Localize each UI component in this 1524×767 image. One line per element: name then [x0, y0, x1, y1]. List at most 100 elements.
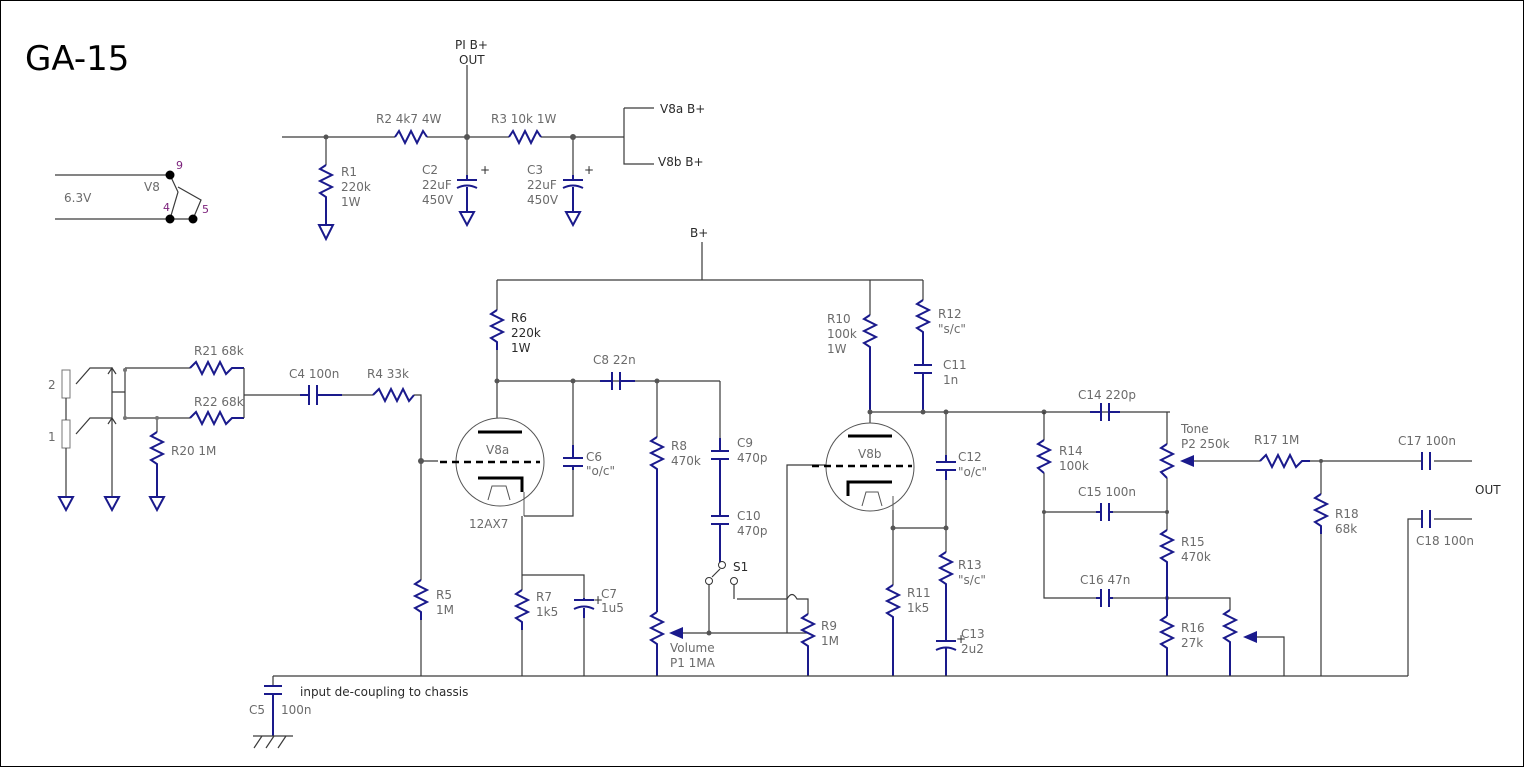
s1-contact	[718, 561, 726, 569]
r15-label: R15	[1181, 535, 1205, 549]
svg-text:+: +	[480, 163, 490, 177]
c14-label: C14 220p	[1078, 388, 1136, 402]
chassis-note: input de-coupling to chassis	[300, 685, 468, 699]
r18-value: 68k	[1335, 522, 1357, 536]
pin-9-label: 9	[176, 159, 183, 172]
c10-value: 470p	[737, 524, 768, 538]
heater-section: 6.3V V8 9 4 5	[55, 159, 209, 224]
heater-voltage-label: 6.3V	[64, 191, 92, 205]
c3-value: 22uF	[527, 178, 557, 192]
svg-text:+: +	[584, 163, 594, 177]
r11-value: 1k5	[907, 601, 929, 615]
power-supply-section: + + PI B+ OUT V8a B+ V8b B+ R2 4k7 4W R3 …	[282, 38, 705, 242]
c2-rating: 450V	[422, 193, 454, 207]
c2-label: C2	[422, 163, 438, 177]
c12-value: "o/c"	[958, 465, 987, 479]
r7-value: 1k5	[536, 605, 558, 619]
stage1-section: C4 100n R4 33k R5 1M R6 220k 1W V8a 12AX…	[289, 309, 839, 676]
pi-out-label: OUT	[459, 53, 485, 67]
c8-label: C8 22n	[593, 353, 636, 367]
c9-label: C9	[737, 436, 753, 450]
bplus-label: B+	[690, 226, 708, 240]
r10-rating: 1W	[827, 342, 847, 356]
r5-label: R5	[436, 588, 452, 602]
r12-value: "s/c"	[938, 322, 966, 336]
r8-value: 470k	[671, 454, 701, 468]
r21-label: R21 68k	[194, 344, 244, 358]
c11-value: 1n	[943, 373, 958, 387]
tube-type-label: 12AX7	[469, 517, 508, 531]
v8b-bplus-label: V8b B+	[658, 155, 704, 169]
svg-text:+: +	[593, 593, 603, 607]
c7-value: 1u5	[601, 601, 624, 615]
c6-value: "o/c"	[586, 464, 615, 478]
r7-label: R7	[536, 590, 552, 604]
tone-stack-section: C14 220p R14 100k Tone P2 250k C15 100n …	[1035, 388, 1501, 676]
c15-label: C15 100n	[1078, 485, 1136, 499]
schematic-title: GA-15	[25, 39, 129, 79]
r12-label: R12	[938, 307, 962, 321]
c17-label: C17 100n	[1398, 434, 1456, 448]
v8a-label: V8a	[486, 443, 509, 457]
r20-label: R20 1M	[171, 444, 216, 458]
r6-label: R6	[511, 311, 527, 325]
r5-value: 1M	[436, 603, 454, 617]
pi-bplus-label: PI B+	[455, 38, 488, 52]
c6-label: C6	[586, 450, 602, 464]
c5-value: 100n	[281, 703, 312, 717]
volume-label: Volume	[670, 641, 715, 655]
c13-value: 2u2	[961, 642, 984, 656]
heater-tube-label: V8	[144, 180, 160, 194]
c4-label: C4 100n	[289, 367, 339, 381]
v8a-bplus-label: V8a B+	[660, 102, 705, 116]
r8-label: R8	[671, 439, 687, 453]
r13-value: "s/c"	[958, 573, 986, 587]
r9-value: 1M	[821, 634, 839, 648]
tone-label: Tone	[1180, 422, 1209, 436]
r9-label: R9	[821, 619, 837, 633]
r1-label: R1	[341, 165, 357, 179]
c3-rating: 450V	[527, 193, 559, 207]
r10-label: R10	[827, 312, 851, 326]
r14-label: R14	[1059, 444, 1083, 458]
stage2-section: R10 100k 1W R12 "s/c" C11 1n V8b C12 "o/…	[812, 299, 1170, 676]
c18-label: C18 100n	[1416, 534, 1474, 548]
r17-label: R17 1M	[1254, 433, 1299, 447]
c5-label: C5	[249, 703, 265, 717]
svg-text:+: +	[956, 632, 966, 646]
r16-value: 27k	[1181, 636, 1203, 650]
r2-label: R2 4k7 4W	[376, 112, 441, 126]
jack-2-label: 2	[48, 378, 56, 392]
c2-value: 22uF	[422, 178, 452, 192]
r3-label: R3 10k 1W	[491, 112, 556, 126]
c9-value: 470p	[737, 451, 768, 465]
input-jacks: 2 1 R21 68k R22 68k R20 1M	[48, 344, 300, 513]
volume-value: P1 1MA	[670, 656, 716, 670]
v8b-label: V8b	[858, 447, 881, 461]
r6-value: 220k	[511, 326, 541, 340]
r15-value: 470k	[1181, 550, 1211, 564]
pin-5-label: 5	[202, 203, 209, 216]
c16-label: C16 47n	[1080, 573, 1130, 587]
c3-label: C3	[527, 163, 543, 177]
r11-label: R11	[907, 586, 931, 600]
c10-label: C10	[737, 509, 761, 523]
r14-value: 100k	[1059, 459, 1089, 473]
r6-rating: 1W	[511, 341, 531, 355]
s1-label: S1	[733, 560, 748, 574]
r10-value: 100k	[827, 327, 857, 341]
pin-4-label: 4	[163, 201, 170, 214]
ground-bus: C5 100n input de-coupling to chassis	[249, 675, 1408, 749]
r18-label: R18	[1335, 507, 1359, 521]
r1-rating: 1W	[341, 195, 361, 209]
tone-value: P2 250k	[1181, 437, 1230, 451]
jack-1-label: 1	[48, 430, 56, 444]
r16-label: R16	[1181, 621, 1205, 635]
c11-label: C11	[943, 358, 967, 372]
c7-label: C7	[601, 587, 617, 601]
r13-label: R13	[958, 558, 982, 572]
bplus-rail: B+	[496, 226, 924, 315]
c12-label: C12	[958, 450, 982, 464]
